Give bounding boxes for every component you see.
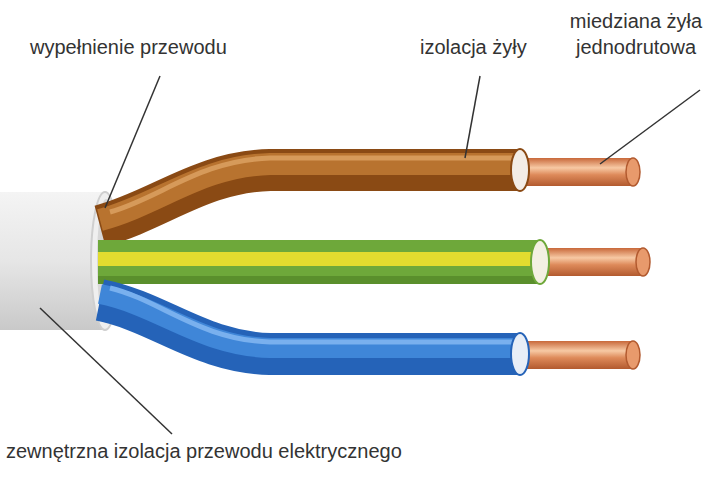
outer-sheath <box>0 192 105 330</box>
part-label: wypełnienie przewodu <box>30 34 227 60</box>
blue-wire <box>100 288 529 375</box>
part-label: miedziana żyła jednodrutowa <box>556 8 716 60</box>
part-label: zewnętrzna izolacja przewodu elektryczne… <box>6 438 402 464</box>
green-yellow-wire <box>98 240 549 284</box>
brown-wire <box>100 149 529 226</box>
leader-lines <box>40 76 700 434</box>
copper-conductors <box>515 158 650 369</box>
part-label: izolacja żyły <box>420 34 527 60</box>
